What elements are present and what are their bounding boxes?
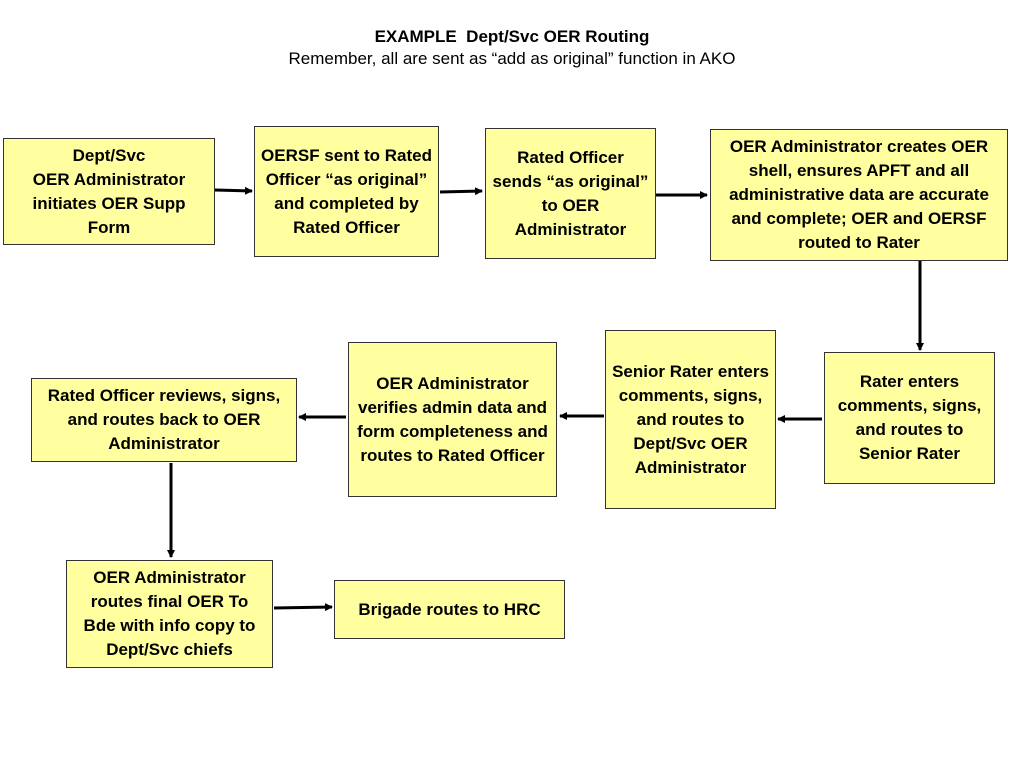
page-title: EXAMPLE Dept/Svc OER Routing xyxy=(374,27,650,46)
arrow-final-to-brigade xyxy=(273,603,333,612)
box-initiate-oer-supp: Dept/Svc OER Administrator initiates OER… xyxy=(3,138,215,245)
box-senior-rater: Senior Rater enters comments, signs, and… xyxy=(605,330,776,509)
box-admin-verifies: OER Administrator verifies admin data an… xyxy=(348,342,557,497)
box-oersf-sent: OERSF sent to Rated Officer “as original… xyxy=(254,126,439,257)
box-admin-routes-final: OER Administrator routes final OER To Bd… xyxy=(66,560,273,668)
box-rated-officer-sends: Rated Officer sends “as original” to OER… xyxy=(485,128,656,259)
box-brigade-routes: Brigade routes to HRC xyxy=(334,580,565,639)
title-block: EXAMPLE Dept/Svc OER Routing Remember, a… xyxy=(0,26,1024,70)
box-rater-enters: Rater enters comments, signs, and routes… xyxy=(824,352,995,484)
arrow-initiate-to-oersf xyxy=(214,186,253,195)
page-subtitle: Remember, all are sent as “add as origin… xyxy=(288,49,736,68)
box-admin-creates-shell: OER Administrator creates OER shell, ens… xyxy=(710,129,1008,261)
arrow-oersf-to-rated-sends xyxy=(439,187,483,196)
box-rated-officer-reviews: Rated Officer reviews, signs, and routes… xyxy=(31,378,297,462)
